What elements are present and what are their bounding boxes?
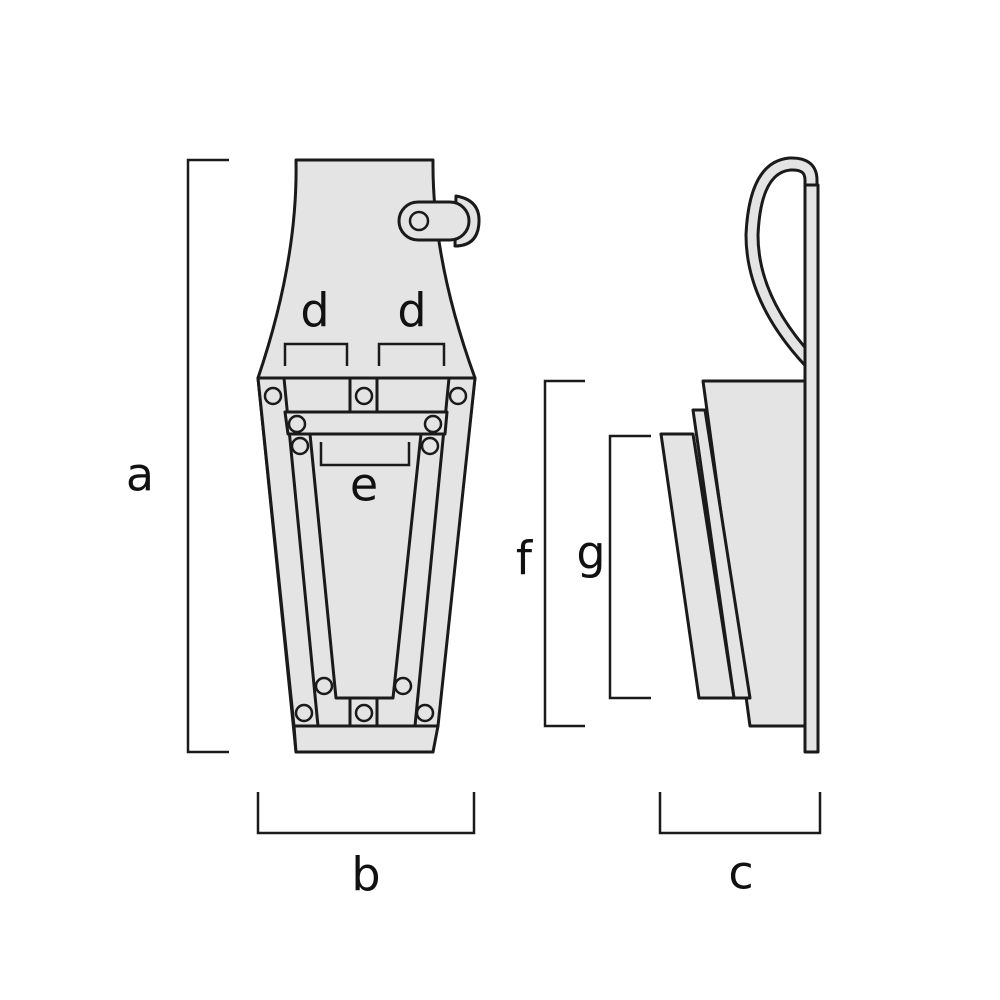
bracket-g <box>608 434 651 700</box>
rivet <box>294 703 314 723</box>
label-f: f <box>516 532 534 586</box>
bracket-c <box>658 792 822 835</box>
top-cross-strap <box>283 410 449 436</box>
bottom-welt <box>292 724 440 754</box>
rivet <box>393 676 413 696</box>
belt-loop-inner <box>747 159 816 383</box>
bracket-b <box>256 792 476 835</box>
front-upper-panel <box>256 158 477 380</box>
bracket-a <box>186 158 229 754</box>
front-view <box>256 158 481 754</box>
bracket-d-right <box>377 342 446 366</box>
rivet <box>287 414 307 434</box>
rivet <box>420 436 440 456</box>
label-d-right: d <box>397 284 426 338</box>
back-strap <box>803 183 820 754</box>
label-g: g <box>576 526 605 580</box>
bracket-e <box>319 442 411 467</box>
rivet <box>290 436 310 456</box>
d-ring-rivet <box>408 210 430 232</box>
side-view <box>659 156 820 754</box>
dimension-labels: a b c d d e f g <box>126 284 754 902</box>
rivet <box>415 703 435 723</box>
side-pocket-front <box>659 432 736 700</box>
rivet <box>354 386 374 406</box>
dimension-brackets <box>186 158 822 835</box>
bracket-f <box>543 379 585 728</box>
rivet <box>354 703 374 723</box>
rivet <box>263 386 283 406</box>
bracket-d-left <box>283 342 349 366</box>
front-rivets <box>263 386 468 723</box>
label-d-left: d <box>300 284 329 338</box>
rivet <box>448 386 468 406</box>
label-c: c <box>728 846 753 900</box>
label-a: a <box>126 448 154 502</box>
label-b: b <box>351 848 380 902</box>
rivet <box>423 414 443 434</box>
rivet <box>314 676 334 696</box>
label-e: e <box>350 458 378 512</box>
